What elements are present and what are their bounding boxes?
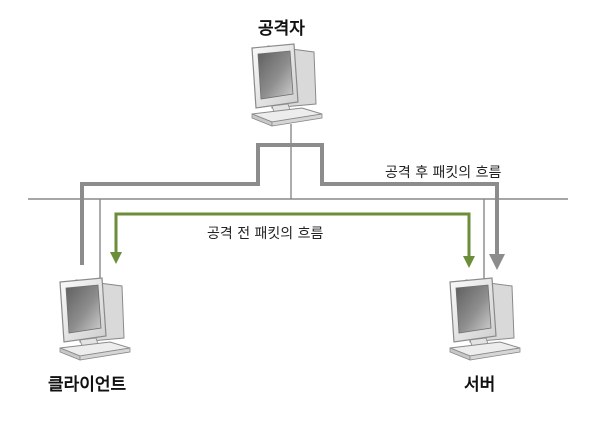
after-attack-flow-label: 공격 후 패킷의 흐름 — [385, 165, 502, 181]
attacker-computer-icon — [251, 43, 323, 127]
server-label: 서버 — [464, 375, 496, 395]
client-computer-icon — [59, 277, 131, 361]
attacker-label: 공격자 — [258, 19, 305, 39]
client-label: 클라이언트 — [48, 375, 127, 395]
server-computer-icon — [449, 277, 521, 361]
after-attack-flow-arrow — [80, 143, 505, 270]
before-attack-flow-label: 공격 전 패킷의 흐름 — [207, 226, 324, 242]
